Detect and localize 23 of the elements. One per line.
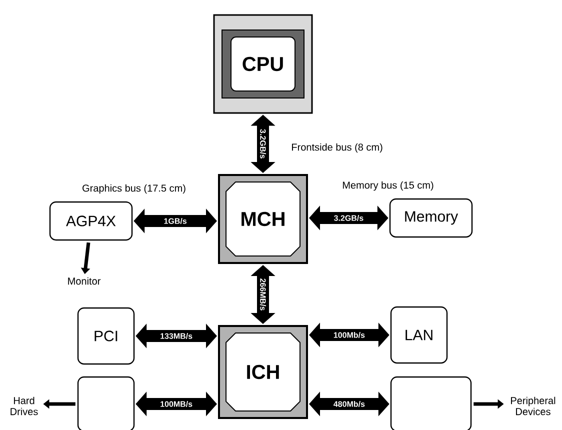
bus-label: Memory bus (15 cm) xyxy=(342,181,434,191)
chip-box: MCH xyxy=(218,174,308,264)
bus-label: Frontside bus (8 cm) xyxy=(292,143,382,153)
edge-label: 480Mb/s xyxy=(332,400,366,408)
edge-label: 100Mb/s xyxy=(332,331,366,339)
component-box xyxy=(390,376,472,430)
component-box: LAN xyxy=(390,306,448,364)
bus-label: Graphics bus (17.5 cm) xyxy=(82,184,186,194)
component-box: PCI xyxy=(77,307,135,365)
component-box xyxy=(77,376,135,430)
component-box: AGP4X xyxy=(49,201,133,241)
device-label: Hard Drives xyxy=(10,396,38,416)
edge-label: 266MB/s xyxy=(259,277,267,312)
edge-label: 3.2GB/s xyxy=(259,128,267,160)
chip-box: ICH xyxy=(218,325,308,419)
device-label: Monitor xyxy=(68,277,100,285)
edge-label: 3.2GB/s xyxy=(332,214,365,222)
chip-box: CPU xyxy=(213,14,313,114)
edge-label: 100MB/s xyxy=(159,400,194,408)
edge-label: 133MB/s xyxy=(159,332,194,340)
component-box: Memory xyxy=(389,198,473,238)
edge-label: 1GB/s xyxy=(162,217,188,225)
device-label: Peripheral Devices xyxy=(511,396,556,416)
